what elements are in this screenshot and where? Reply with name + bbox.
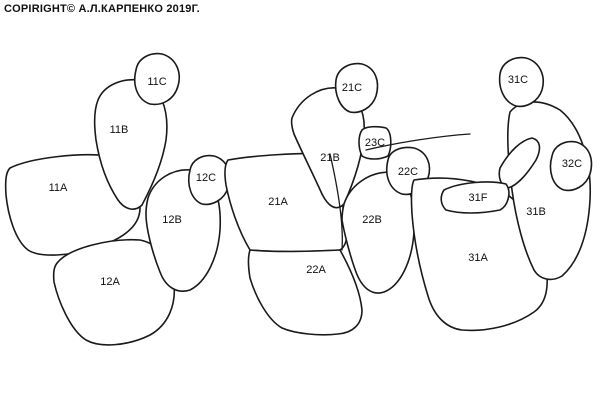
part-31C-headrest	[498, 56, 544, 108]
seam-rear-top	[365, 133, 471, 151]
label-22C: 22C	[398, 166, 418, 178]
label-11C: 11C	[147, 76, 166, 88]
label-31F: 31F	[469, 192, 488, 204]
part-32C-headrest	[549, 140, 593, 192]
label-11A: 11A	[49, 182, 68, 194]
copyright-notice: COPIRIGHT© А.Л.КАРПЕНКО 2019Г.	[4, 3, 200, 15]
label-11B: 11B	[110, 124, 129, 136]
label-12C: 12C	[196, 172, 216, 184]
label-31A: 31A	[468, 252, 488, 264]
label-21A: 21A	[268, 196, 288, 208]
seat-3x	[365, 56, 593, 332]
part-12A-cushion	[52, 238, 176, 346]
part-23C-headrest	[358, 125, 392, 160]
seat-2x	[224, 62, 431, 336]
label-31C: 31C	[508, 74, 528, 86]
label-31B: 31B	[526, 206, 546, 218]
seam-2x	[329, 153, 343, 251]
label-21C: 21C	[342, 82, 362, 94]
part-11C-headrest	[134, 52, 180, 106]
seat-11	[4, 52, 180, 256]
label-22B: 22B	[362, 214, 382, 226]
label-12A: 12A	[100, 276, 120, 288]
seat-12	[52, 154, 231, 346]
part-21C-headrest	[334, 62, 379, 114]
label-22A: 22A	[306, 264, 326, 276]
label-12B: 12B	[162, 214, 182, 226]
label-32C: 32C	[562, 158, 582, 170]
part-22A-cushion	[247, 249, 363, 336]
label-21B: 21B	[320, 152, 340, 164]
label-23C: 23C	[365, 137, 385, 149]
part-31F-armrest	[440, 181, 510, 214]
